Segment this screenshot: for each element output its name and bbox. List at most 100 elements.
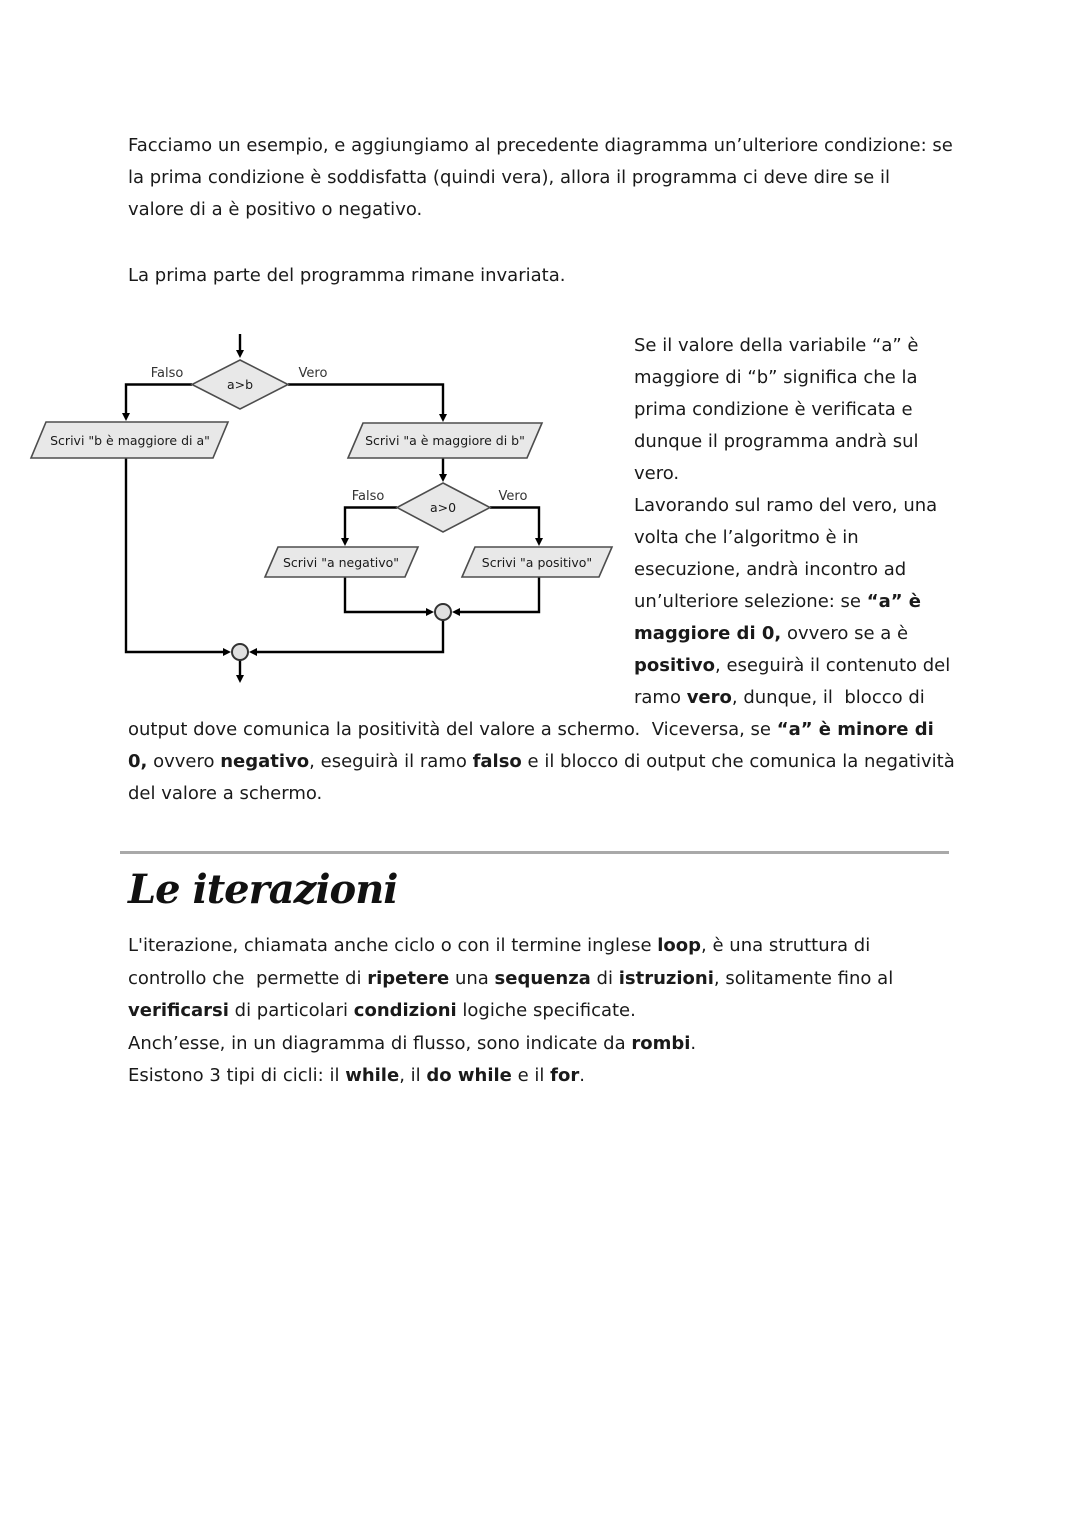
text-segment: Lavorando sul ramo del vero, una	[634, 495, 938, 516]
text-segment-bold: while	[345, 1065, 400, 1086]
text-segment-bold: loop	[657, 935, 702, 956]
text-segment: la prima condizione è soddisfatta (quind…	[128, 167, 890, 188]
text-segment: logiche specificate.	[456, 1000, 636, 1021]
branch-label-falso-2: Falso	[352, 489, 385, 504]
text-segment-bold: condizioni	[353, 1000, 457, 1021]
text-segment: Esistono 3 tipi di cicli: il	[128, 1065, 346, 1086]
flowchart-diagram: Falso Vero a>b Scrivi "b è maggiore di a…	[29, 334, 614, 683]
intro-paragraph-2: La prima parte del programma rimane inva…	[128, 260, 565, 292]
text-line: Anch’esse, in un diagramma di flusso, so…	[128, 1028, 893, 1061]
text-segment-bold: sequenza	[494, 967, 591, 989]
branch-label-vero-1: Vero	[299, 366, 328, 381]
flow-merge1-to-merge2	[249, 620, 445, 656]
text-segment-bold: vero	[686, 687, 732, 708]
merge-connector-2	[231, 643, 249, 661]
text-line: Facciamo un esempio, e aggiungiamo al pr…	[128, 130, 953, 162]
text-line: esecuzione, andrà incontro ad	[634, 554, 950, 586]
text-line: vero.	[634, 458, 950, 490]
output-pos-label: Scrivi "a positivo"	[482, 555, 592, 570]
text-segment-bold: 0,	[128, 751, 148, 772]
text-segment: e il	[511, 1065, 551, 1086]
text-segment: , eseguirà il ramo	[309, 751, 473, 772]
text-segment-bold: ripetere	[367, 967, 450, 989]
text-segment: .	[579, 1065, 585, 1086]
text-segment-bold: for	[550, 1065, 580, 1086]
text-line: La prima parte del programma rimane inva…	[128, 260, 565, 292]
text-segment: ramo	[634, 687, 687, 708]
text-segment-bold: negativo	[220, 751, 310, 772]
flow-left-to-merge2	[124, 458, 231, 656]
text-segment: , il	[399, 1065, 427, 1086]
text-segment: del valore a schermo.	[128, 783, 323, 804]
text-line: un’ulteriore selezione: se “a” è	[634, 586, 950, 618]
output-paragraph: output dove comunica la positività del v…	[128, 714, 955, 810]
text-line: la prima condizione è soddisfatta (quind…	[128, 162, 953, 194]
text-segment: Se il valore della variabile “a” è	[634, 335, 919, 356]
text-line: controllo che permette di ripetere una s…	[128, 963, 893, 996]
section-heading: Le iterazioni	[128, 866, 398, 913]
text-line: Se il valore della variabile “a” è	[634, 330, 950, 362]
text-segment: prima condizione è verificata e	[634, 399, 913, 420]
text-segment: Facciamo un esempio, e aggiungiamo al pr…	[128, 135, 953, 156]
text-segment-bold: verificarsi	[128, 1000, 229, 1021]
text-segment: , dunque, il blocco di	[731, 687, 925, 708]
text-line: 0, ovvero negativo, eseguirà il ramo fal…	[128, 746, 955, 778]
text-segment: volta che l’algoritmo è in	[634, 527, 859, 548]
text-segment: , eseguirà il contenuto del	[715, 655, 951, 676]
text-segment: controllo che permette di	[128, 967, 368, 989]
text-segment: , è una struttura di	[701, 935, 871, 956]
text-line: prima condizione è verificata e	[634, 394, 950, 426]
text-line: positivo, eseguirà il contenuto del	[634, 650, 950, 682]
text-segment: di particolari	[228, 1000, 354, 1021]
branch-label-falso-1: Falso	[151, 366, 184, 381]
flow-true2-arrow	[490, 506, 543, 546]
text-segment-bold: positivo	[634, 655, 716, 676]
output-a-negativo	[263, 546, 420, 578]
flow-pos-to-merge1	[452, 577, 541, 616]
text-segment-bold: do while	[426, 1065, 512, 1086]
iterations-paragraph: L'iterazione, chiamata anche ciclo o con…	[128, 930, 893, 1093]
text-segment: un’ulteriore selezione: se	[634, 591, 867, 612]
text-segment-bold: rombi	[631, 1032, 691, 1054]
text-line: maggiore di “b” significa che la	[634, 362, 950, 394]
text-segment-bold: falso	[472, 751, 522, 772]
text-segment: di	[590, 967, 619, 989]
text-segment: La prima parte del programma rimane inva…	[128, 265, 566, 286]
text-segment: , solitamente fino al	[713, 967, 894, 989]
output-a-maggiore	[346, 422, 544, 459]
section-divider	[120, 851, 949, 854]
decision1-label: a>b	[227, 377, 253, 392]
text-line: Esistono 3 tipi di cicli: il while, il d…	[128, 1060, 893, 1093]
text-segment-bold: maggiore di 0,	[634, 623, 782, 644]
text-line: maggiore di 0, ovvero se a è	[634, 618, 950, 650]
text-segment: Anch’esse, in un diagramma di flusso, so…	[128, 1032, 632, 1054]
text-line: del valore a schermo.	[128, 778, 955, 810]
text-segment: esecuzione, andrà incontro ad	[634, 559, 907, 580]
text-line: L'iterazione, chiamata anche ciclo o con…	[128, 930, 893, 963]
output-left-label: Scrivi "b è maggiore di a"	[50, 433, 210, 448]
output-right-label: Scrivi "a è maggiore di b"	[365, 433, 525, 448]
decision-a-gt-0	[395, 482, 492, 533]
decision-a-gt-b	[190, 359, 290, 410]
text-segment-bold: “a” è minore di	[776, 719, 934, 740]
text-line: ramo vero, dunque, il blocco di	[634, 682, 950, 714]
text-line: volta che l’algoritmo è in	[634, 522, 950, 554]
text-segment: L'iterazione, chiamata anche ciclo o con…	[128, 935, 658, 956]
intro-paragraph: Facciamo un esempio, e aggiungiamo al pr…	[128, 130, 953, 226]
output-neg-label: Scrivi "a negativo"	[283, 555, 399, 570]
text-segment: ovvero se a è	[781, 623, 909, 644]
flow-false2-arrow	[341, 506, 397, 546]
text-segment: output dove comunica la positività del v…	[128, 719, 777, 740]
text-segment: valore di a è positivo o negativo.	[128, 199, 423, 220]
output-a-positivo	[460, 546, 614, 578]
text-line: Lavorando sul ramo del vero, una	[634, 490, 950, 522]
text-segment: .	[690, 1032, 697, 1054]
text-segment: maggiore di “b” significa che la	[634, 367, 918, 388]
output-b-maggiore	[29, 421, 230, 459]
flow-neg-to-merge1	[343, 577, 434, 616]
flow-true1-arrow	[288, 383, 447, 422]
decision2-label: a>0	[430, 500, 456, 515]
merge-connector-1	[434, 603, 452, 621]
branch-label-vero-2: Vero	[499, 489, 528, 504]
